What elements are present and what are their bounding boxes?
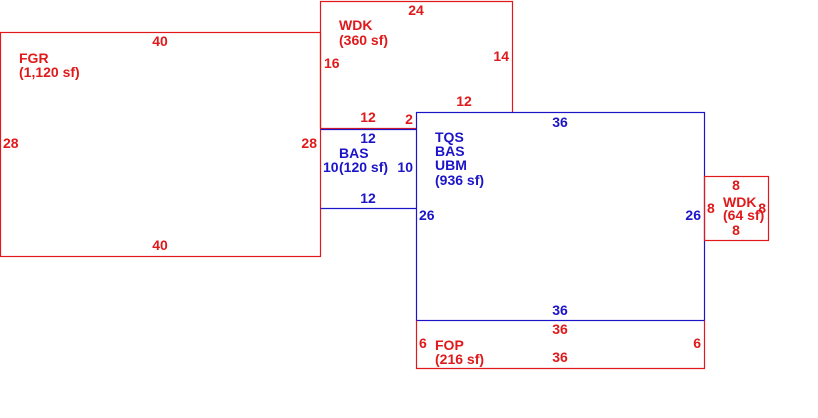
bas-small-dim-right: 10 — [397, 159, 413, 175]
fgr-area: (1,120 sf) — [19, 64, 80, 80]
wdk-right-dim-top: 8 — [732, 177, 740, 193]
main-code-3: UBM — [435, 157, 467, 173]
wdk-right-code: WDK — [723, 194, 756, 210]
main-code-2: BAS — [435, 143, 465, 159]
wdk-top-dim-right: 14 — [493, 48, 509, 64]
main-code-1: TQS — [435, 129, 464, 145]
wdk-right-area: (64 sf) — [723, 207, 764, 223]
fgr-outline — [0, 31, 322, 258]
wdk-top-area: (360 sf) — [339, 32, 388, 48]
wdk-right-dim-left: 8 — [707, 200, 715, 216]
fop-dim-bottom: 36 — [552, 349, 568, 365]
main-dim-right: 26 — [685, 207, 701, 223]
area-fgr: FGR (1,120 sf) 40 40 28 28 — [0, 31, 322, 258]
fop-dim-top: 36 — [552, 321, 568, 337]
fop-outline — [415, 320, 706, 370]
fgr-code: FGR — [19, 50, 49, 66]
fop-code: FOP — [435, 337, 464, 353]
bas-small-dim-bottom: 12 — [360, 190, 376, 206]
bas-small-area: (120 sf) — [339, 159, 388, 175]
area-main: TQS BAS UBM (936 sf) 36 36 26 26 — [415, 111, 706, 322]
fgr-dim-left: 28 — [3, 135, 19, 151]
bas-small-dim-top: 12 — [360, 130, 376, 146]
wdk-top-dim-inner-bottom: 12 — [360, 109, 376, 125]
wdk-top-code: WDK — [339, 17, 372, 33]
main-dim-left: 26 — [419, 207, 435, 223]
fgr-dim-top: 40 — [152, 33, 168, 49]
bas-small-dim-left: 10 — [323, 159, 339, 175]
wdk-top-dim-left: 16 — [324, 55, 340, 71]
area-bas-small: BAS (120 sf) 12 12 10 10 — [320, 128, 417, 210]
wdk-top-outline — [319, 0, 514, 128]
wdk-right-dim-bottom: 8 — [732, 222, 740, 238]
main-area: (936 sf) — [435, 172, 484, 188]
wdk-top-dim-top: 24 — [408, 2, 424, 18]
wdk-right-dim-right: 8 — [758, 200, 766, 216]
area-wdk-top: WDK (360 sf) 24 16 14 12 12 2 — [319, 0, 514, 130]
wdk-right-outline — [703, 175, 770, 242]
main-dim-top: 36 — [552, 114, 568, 130]
main-dim-bottom: 36 — [552, 302, 568, 318]
fop-dim-left: 6 — [419, 335, 427, 351]
wdk-top-dim-bottom: 12 — [456, 93, 472, 109]
bas-small-code: BAS — [339, 145, 369, 161]
area-wdk-right: WDK (64 sf) 8 8 8 8 — [703, 175, 770, 242]
fgr-dim-right: 28 — [301, 135, 317, 151]
fop-dim-right: 6 — [693, 335, 701, 351]
wdk-top-dim-bottom-small: 2 — [405, 111, 413, 127]
fop-area: (216 sf) — [435, 351, 484, 367]
fgr-dim-bottom: 40 — [152, 237, 168, 253]
area-fop: FOP (216 sf) 36 36 6 6 — [415, 320, 706, 370]
